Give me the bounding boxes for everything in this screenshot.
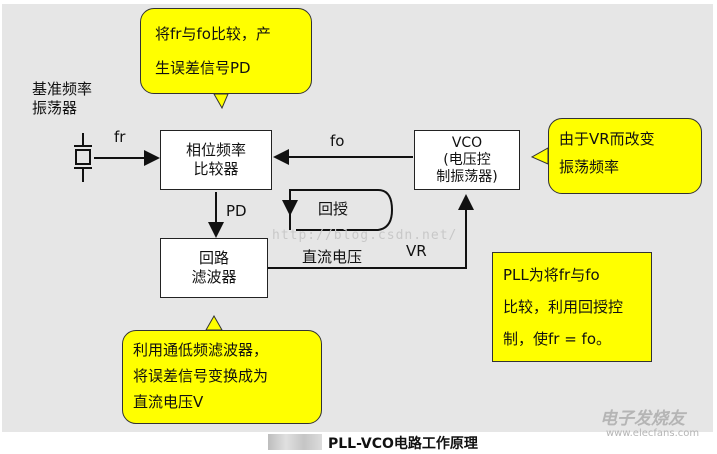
vr-label: VR — [406, 242, 427, 260]
phase-comparator-block: 相位频率 比较器 — [160, 130, 272, 190]
feedback-label: 回授 — [318, 200, 349, 218]
summary-note: PLL为将fr与fo 比较，利用回授控 制，使fr = fo。 — [492, 252, 652, 362]
top-callout: 将fr与fo比较，产 生误差信号PD — [140, 8, 312, 94]
loop-filter-block: 回路 滤波器 — [160, 238, 268, 298]
oscillator-label: 基准频率 振荡器 — [32, 80, 93, 117]
site-logo-url: www.elecfans.com — [606, 428, 700, 439]
pd-label: PD — [226, 202, 247, 220]
watermark-text: http://blog.csdn.net/ — [272, 228, 458, 243]
crystal-oscillator-icon — [74, 133, 92, 182]
top-callout-tail — [213, 93, 229, 110]
bottom-callout-tail — [205, 314, 223, 331]
right-callout-tail — [530, 147, 549, 165]
fo-label: fo — [330, 132, 345, 150]
dc-voltage-label: 直流电压 — [302, 248, 363, 266]
vco-block: VCO (电压控 制振荡器) — [414, 130, 520, 190]
blurred-region — [268, 434, 322, 450]
site-logo: 电子发烧友 — [600, 409, 685, 429]
bottom-callout: 利用通低频滤波器， 将误差信号变换成为 直流电压V — [122, 330, 322, 424]
feedback-loop-shape — [289, 189, 394, 231]
figure-caption: PLL-VCO电路工作原理 — [328, 436, 478, 452]
vr-arrow — [268, 194, 474, 269]
right-callout: 由于VR而改变 振荡频率 — [548, 118, 702, 194]
fr-label: fr — [114, 128, 126, 146]
